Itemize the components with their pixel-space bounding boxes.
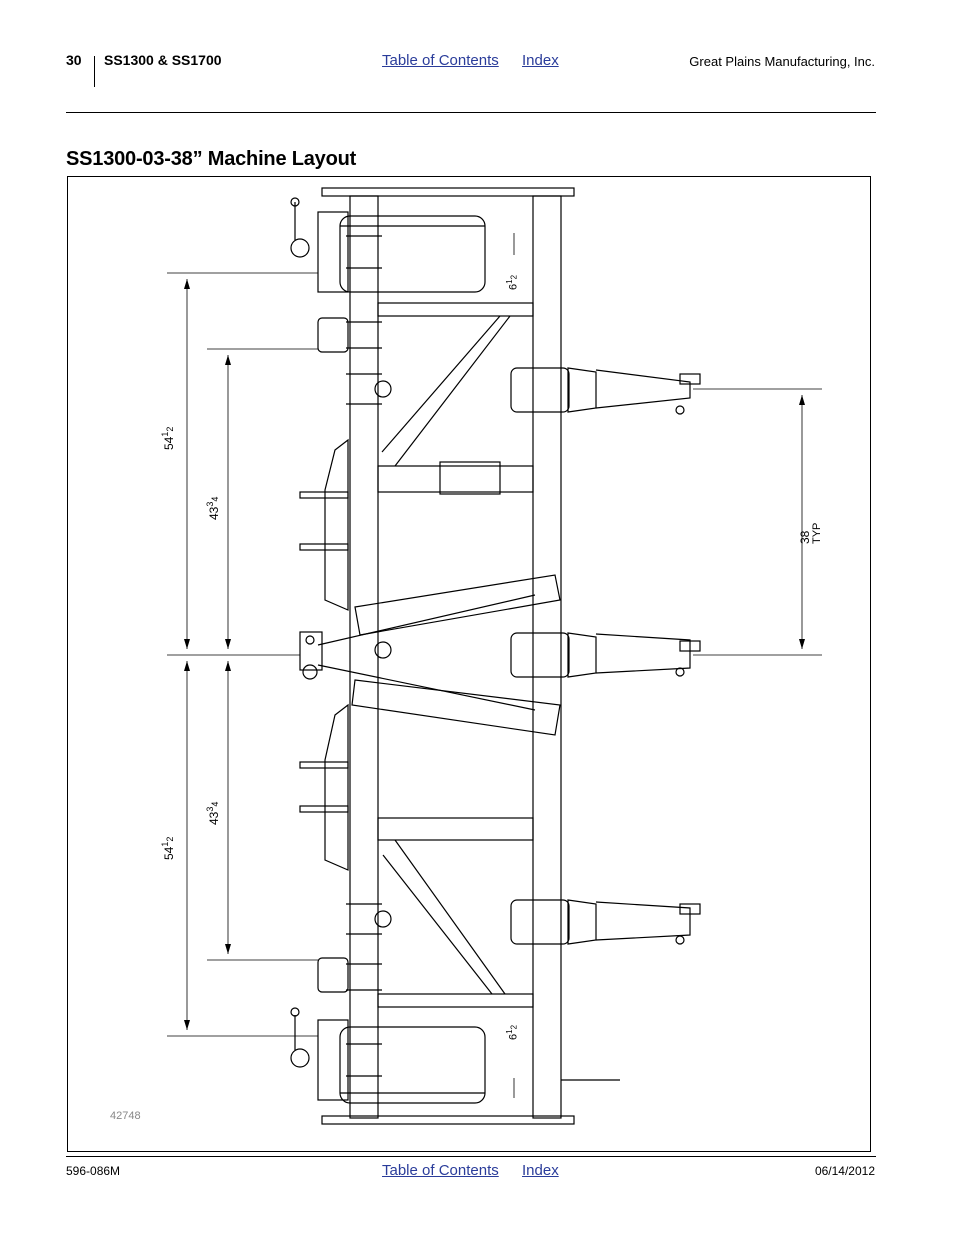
row-unit-3 — [510, 899, 701, 945]
doc-number: 596-086M — [66, 1164, 121, 1178]
bracket-bottom — [317, 957, 349, 993]
crank-bottom — [290, 1048, 310, 1068]
clamps-left — [346, 235, 382, 1077]
footer-rule — [66, 1156, 876, 1157]
index-link-top[interactable]: Index — [522, 52, 559, 69]
shank-left-upper — [324, 438, 349, 611]
dim-offset-top: 612 — [505, 274, 520, 290]
index-link-bottom[interactable]: Index — [522, 1162, 559, 1179]
dim-outer-a: 5412 — [160, 426, 176, 450]
right-frame-tube — [532, 195, 562, 1119]
dim-spacing: 38 — [798, 530, 812, 544]
figure-frame — [67, 176, 871, 1152]
crank-top — [290, 238, 310, 258]
dim-inner-a: 4334 — [205, 496, 221, 520]
figure-number: 42748 — [110, 1110, 141, 1122]
toc-link-bottom[interactable]: Table of Contents — [382, 1162, 499, 1179]
shank-left-lower — [324, 703, 349, 871]
cross-member-bottom — [377, 993, 534, 1008]
dim-spacing-note: TYP — [811, 522, 823, 544]
gauge-wheel-bottom — [339, 1026, 486, 1104]
hitch-clevis — [299, 631, 323, 671]
cross-member-top — [377, 302, 534, 317]
footer-date: 06/14/2012 — [814, 1164, 875, 1178]
page-title: SS1300-03-38” Machine Layout — [66, 148, 357, 170]
dim-inner-b: 4334 — [205, 801, 221, 825]
toc-link-top[interactable]: Table of Contents — [382, 52, 499, 69]
gauge-wheel-top — [339, 215, 486, 293]
diagonal-brace-lower — [394, 839, 506, 995]
company-name: Great Plains Manufacturing, Inc. — [689, 54, 875, 69]
center-bracket — [439, 461, 501, 495]
row-unit-2 — [510, 632, 701, 678]
header-divider — [94, 56, 95, 87]
bottom-end-plate — [321, 1115, 575, 1125]
cross-member-lower — [377, 817, 534, 841]
dimension-lines — [167, 233, 822, 1098]
dim-offset-bottom: 612 — [505, 1024, 520, 1040]
row-unit-1 — [510, 367, 701, 415]
wheel-arm-top — [317, 211, 349, 293]
hitch-arm-upper — [354, 574, 561, 636]
wheel-arm-bottom — [317, 1019, 349, 1101]
model-name: SS1300 & SS1700 — [104, 52, 222, 68]
diagonal-brace-upper — [394, 315, 511, 467]
page-number: 30 — [66, 52, 82, 68]
left-frame-tube — [349, 195, 379, 1119]
bracket-top — [317, 317, 349, 353]
hitch-arm-lower — [351, 679, 561, 736]
cross-member-upper — [377, 465, 534, 493]
top-end-plate — [321, 187, 575, 197]
dim-outer-b: 5412 — [160, 836, 176, 860]
header-rule — [66, 112, 876, 113]
